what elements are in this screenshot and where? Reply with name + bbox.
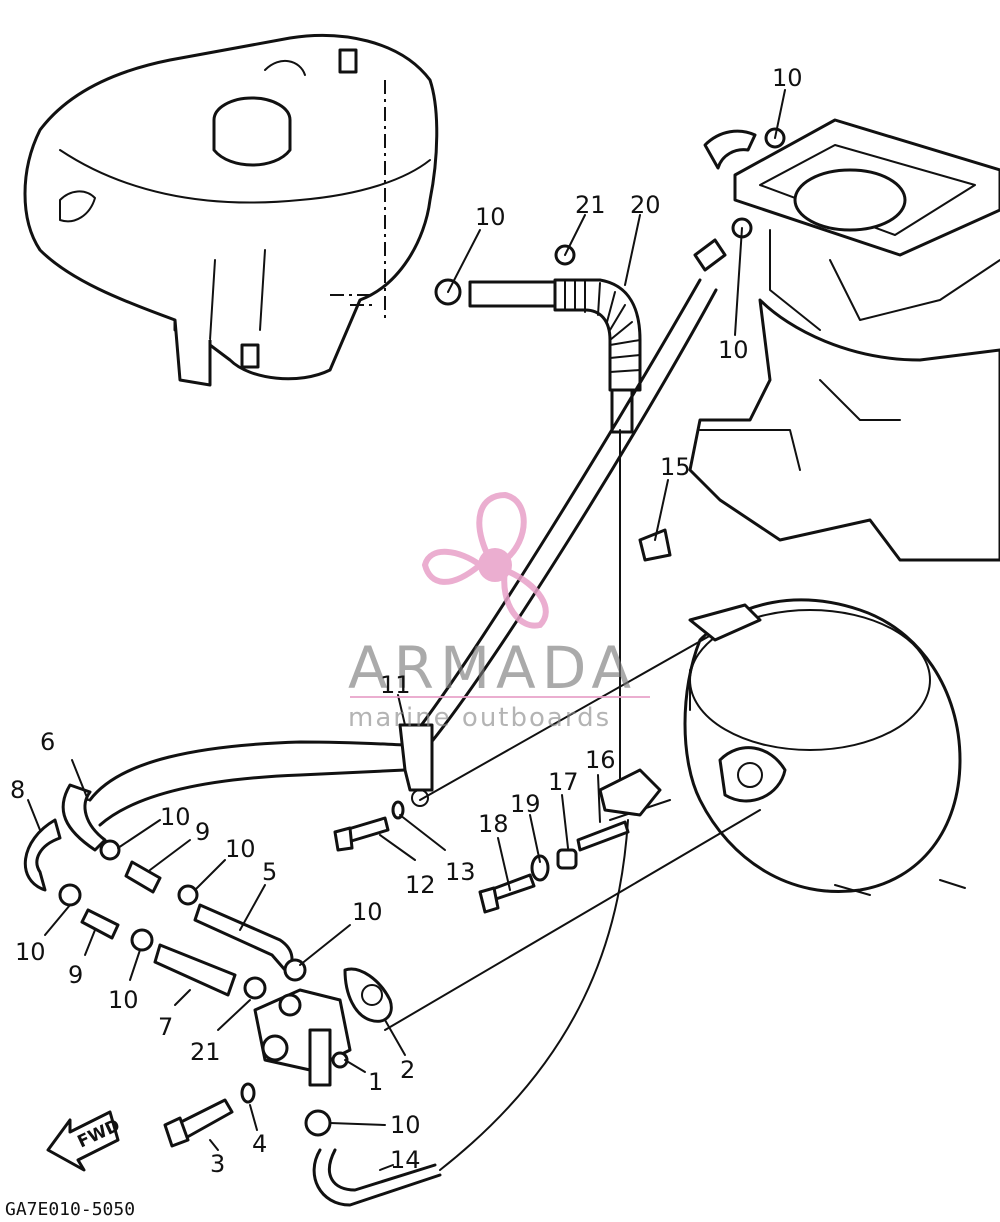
callout-10: 10 — [108, 986, 139, 1014]
callout-11: 11 — [380, 671, 411, 699]
callout-5: 5 — [262, 858, 277, 886]
callout-1: 1 — [368, 1068, 383, 1096]
armada-watermark: ARMADA marine outboards — [348, 491, 650, 733]
callout-10: 10 — [475, 203, 506, 231]
callout-4: 4 — [252, 1130, 267, 1158]
callout-16: 16 — [585, 746, 616, 774]
callout-10: 10 — [15, 938, 46, 966]
engine-outline — [683, 118, 1000, 896]
callout-labels: 10 21 20 10 10 15 11 6 8 10 9 10 5 10 9 … — [10, 64, 803, 1178]
callout-9: 9 — [68, 961, 83, 989]
callout-15: 15 — [660, 453, 691, 481]
bolts-washers — [163, 129, 762, 1148]
callout-3: 3 — [210, 1150, 225, 1178]
watermark-brand: ARMADA — [348, 634, 637, 702]
callout-12: 12 — [405, 871, 436, 899]
callout-10: 10 — [352, 898, 383, 926]
tank — [23, 33, 439, 387]
propeller-logo-icon — [421, 491, 549, 629]
hose-clips — [58, 127, 786, 1137]
callout-14: 14 — [390, 1146, 421, 1174]
callout-13: 13 — [445, 858, 476, 886]
callout-6: 6 — [40, 728, 55, 756]
callout-17: 17 — [548, 768, 579, 796]
fuel-union — [253, 967, 393, 1087]
callout-10: 10 — [160, 803, 191, 831]
callout-10: 10 — [718, 336, 749, 364]
callout-20: 20 — [630, 191, 661, 219]
callout-10: 10 — [225, 835, 256, 863]
hose-lines — [23, 278, 761, 1207]
callout-2: 2 — [400, 1056, 415, 1084]
callout-10: 10 — [772, 64, 803, 92]
callout-19: 19 — [510, 790, 541, 818]
watermark-tagline: marine outboards — [348, 703, 611, 733]
callout-7: 7 — [158, 1013, 173, 1041]
leader-lines — [27, 89, 786, 1171]
callout-18: 18 — [478, 810, 509, 838]
callout-21: 21 — [190, 1038, 221, 1066]
callout-21: 21 — [575, 191, 606, 219]
callout-10: 10 — [390, 1111, 421, 1139]
fwd-arrow: FWD — [46, 1110, 123, 1172]
callout-9: 9 — [195, 818, 210, 846]
diagram-code: GA7E010-5050 — [5, 1199, 135, 1220]
callout-8: 8 — [10, 776, 25, 804]
check-valves — [80, 860, 162, 940]
